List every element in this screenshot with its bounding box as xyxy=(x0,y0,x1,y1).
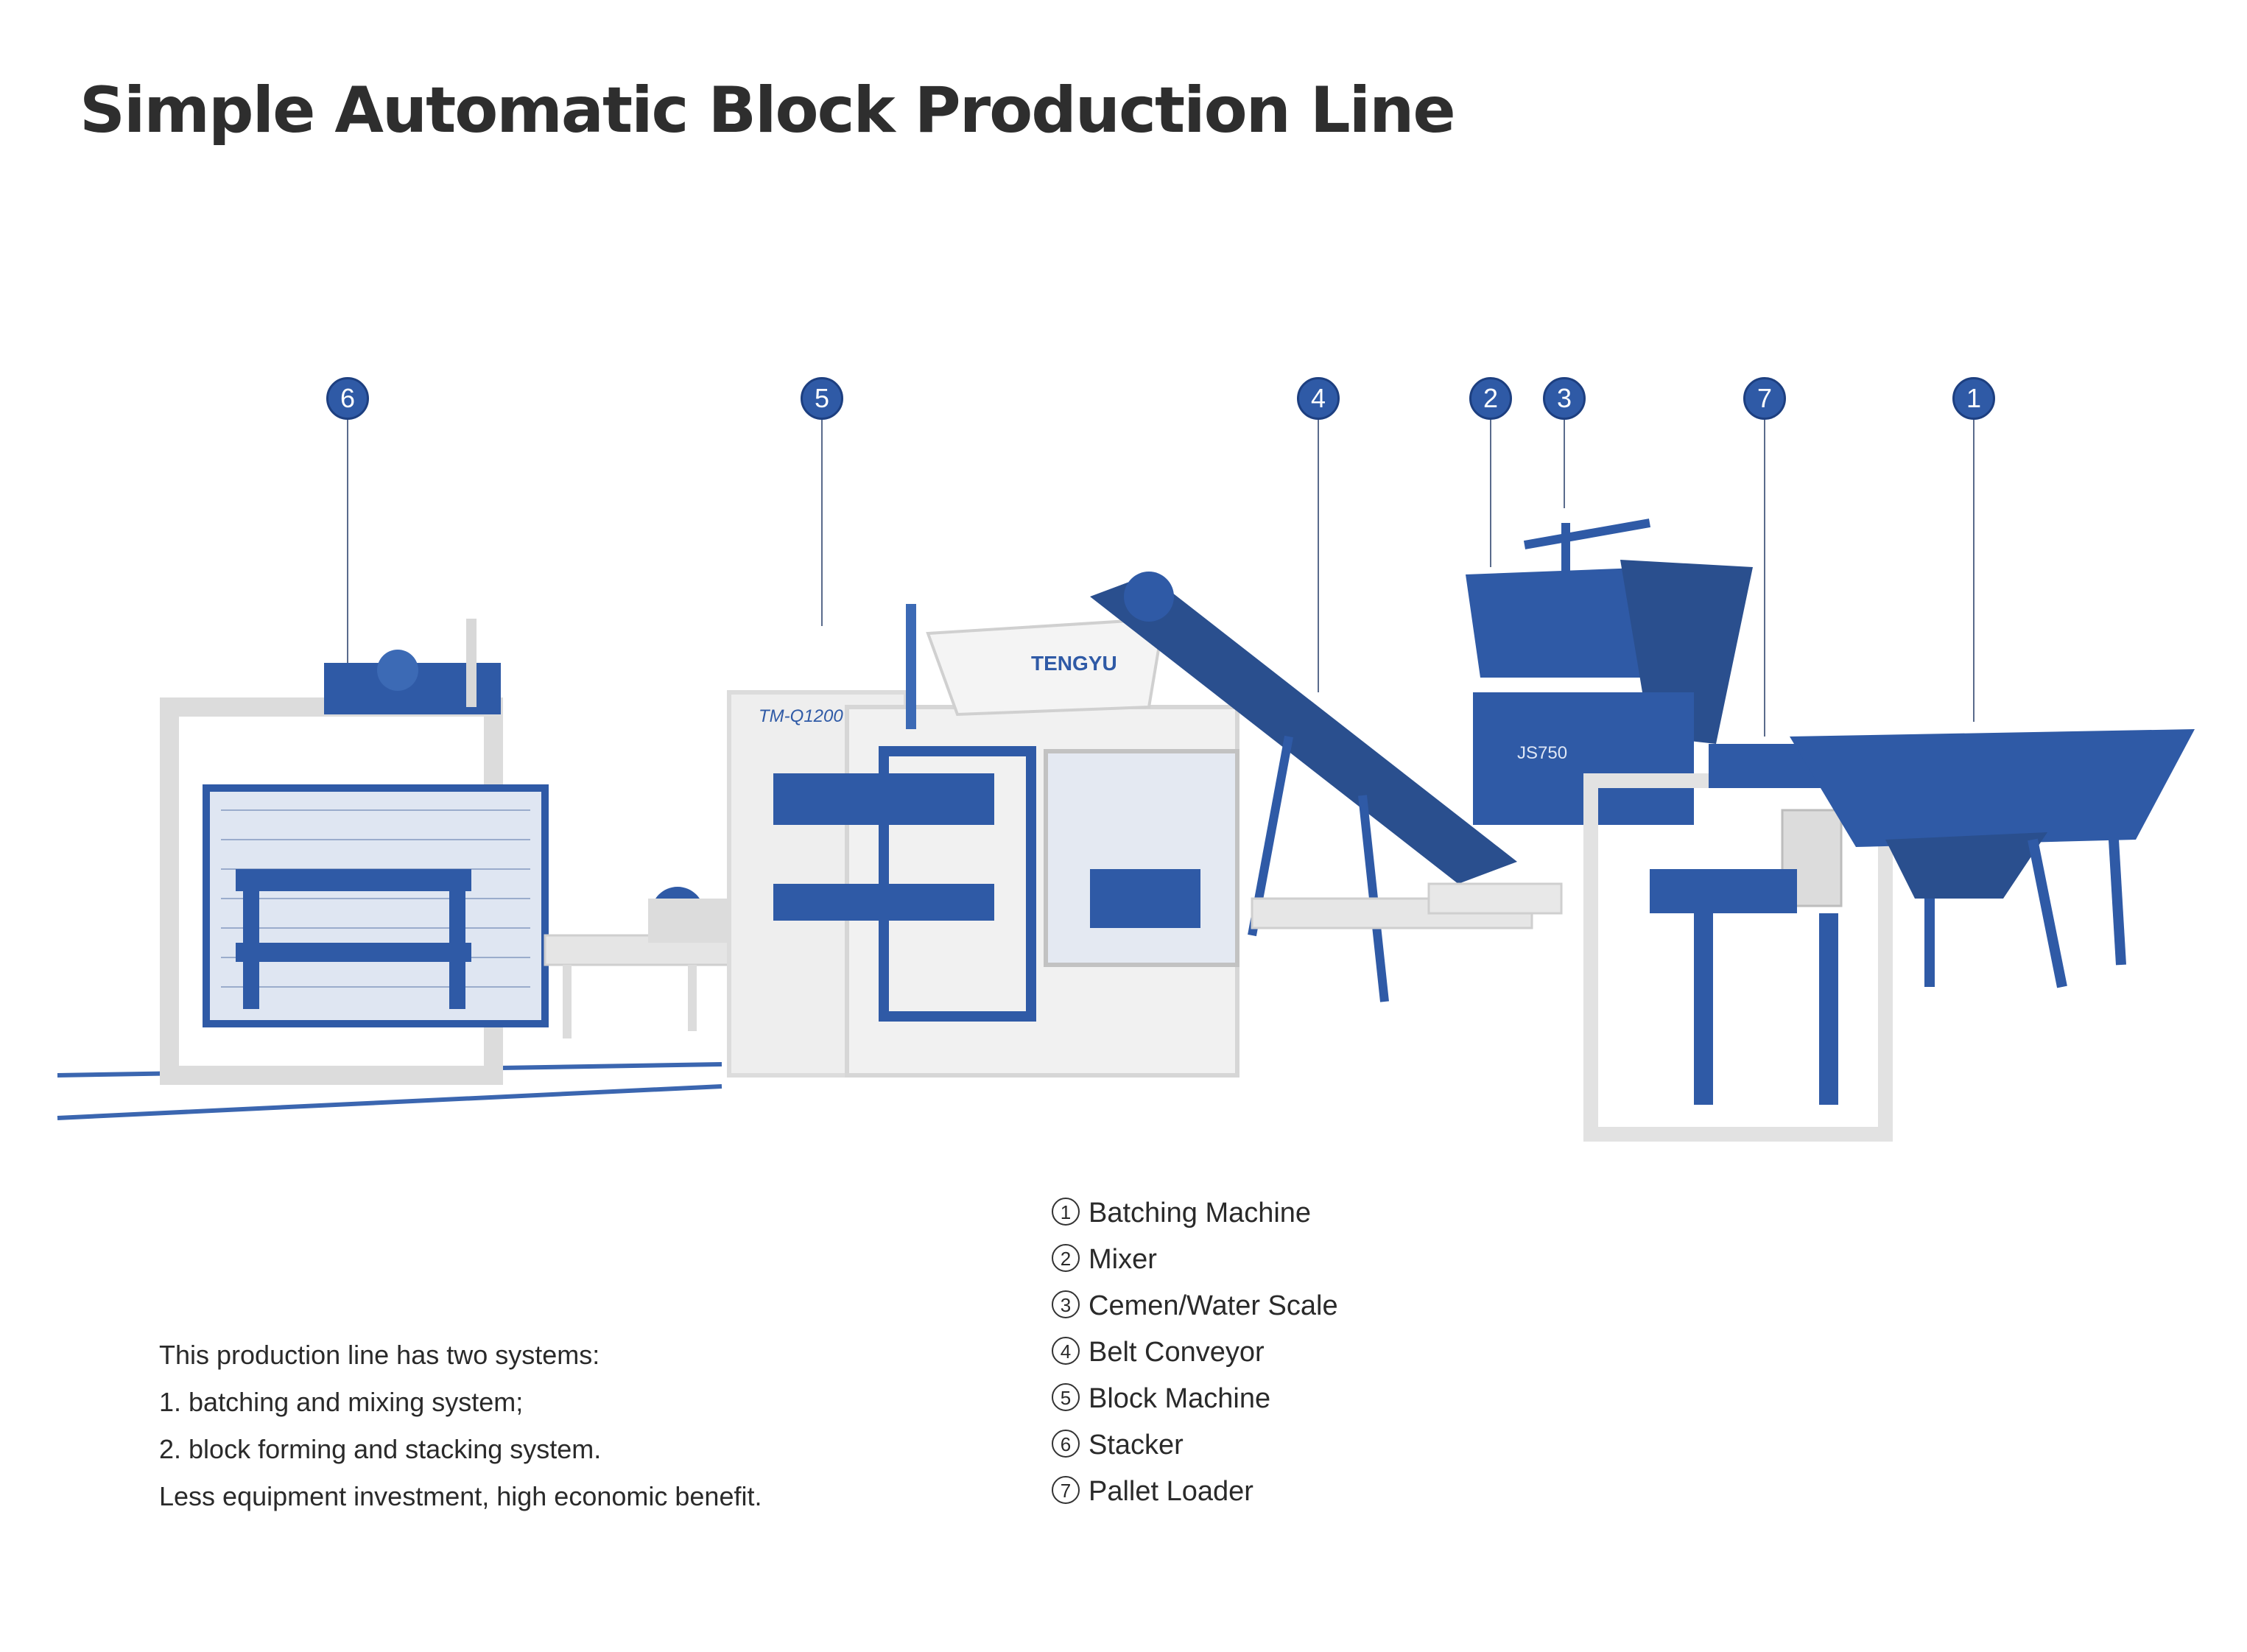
legend-number: 4 xyxy=(1052,1337,1080,1365)
callout-7: 7 xyxy=(1743,377,1786,420)
legend-label: Block Machine xyxy=(1089,1383,1271,1414)
callout-leader-3 xyxy=(1564,420,1565,508)
callout-leader-7 xyxy=(1764,420,1765,737)
page-title: Simple Automatic Block Production Line xyxy=(80,74,1456,147)
callout-leader-6 xyxy=(347,420,348,700)
legend-label: Batching Machine xyxy=(1089,1198,1312,1229)
legend-number: 7 xyxy=(1052,1476,1080,1504)
legend-number: 5 xyxy=(1052,1383,1080,1411)
legend-item-block-machine: 5 Block Machine xyxy=(1052,1376,1338,1422)
pallet-loader xyxy=(1583,744,1893,1142)
callout-4: 4 xyxy=(1297,377,1340,420)
legend-item-batching-machine: 1 Batching Machine xyxy=(1052,1190,1338,1237)
legend-item-scale: 3 Cemen/Water Scale xyxy=(1052,1283,1338,1329)
callout-2: 2 xyxy=(1469,377,1512,420)
legend-number: 6 xyxy=(1052,1430,1080,1458)
mixer-and-scale: JS750 xyxy=(1466,519,1753,825)
legend-label: Mixer xyxy=(1089,1244,1157,1275)
legend-number: 1 xyxy=(1052,1198,1080,1226)
description-line: This production line has two systems: xyxy=(159,1340,600,1370)
description-line: Less equipment investment, high economic… xyxy=(159,1481,762,1511)
description-block: This production line has two systems: 1.… xyxy=(159,1332,762,1520)
legend-label: Stacker xyxy=(1089,1430,1184,1461)
callout-5: 5 xyxy=(801,377,843,420)
block-machine: TENGYU TM-Q1200 xyxy=(727,604,1239,1078)
legend-label: Belt Conveyor xyxy=(1089,1337,1265,1368)
brand-label: TENGYU xyxy=(1031,652,1117,675)
callout-1: 1 xyxy=(1952,377,1995,420)
description-line: 1. batching and mixing system; xyxy=(159,1387,524,1417)
stacker-machine xyxy=(160,619,549,1085)
legend-label: Pallet Loader xyxy=(1089,1476,1253,1507)
legend-label: Cemen/Water Scale xyxy=(1089,1290,1338,1321)
callout-leader-2 xyxy=(1490,420,1491,567)
legend-number: 3 xyxy=(1052,1290,1080,1318)
description-line: 2. block forming and stacking system. xyxy=(159,1434,602,1464)
callout-leader-5 xyxy=(821,420,823,626)
callout-leader-1 xyxy=(1973,420,1975,722)
legend-item-stacker: 6 Stacker xyxy=(1052,1422,1338,1469)
legend-item-belt-conveyor: 4 Belt Conveyor xyxy=(1052,1329,1338,1376)
legend-number: 2 xyxy=(1052,1244,1080,1272)
production-line-illustration: TENGYU TM-Q1200 JS750 xyxy=(57,519,2195,1142)
legend-item-mixer: 2 Mixer xyxy=(1052,1237,1338,1283)
legend-item-pallet-loader: 7 Pallet Loader xyxy=(1052,1469,1338,1515)
batching-machine xyxy=(1790,729,2195,988)
callout-3: 3 xyxy=(1543,377,1586,420)
equipment-legend: 1 Batching Machine 2 Mixer 3 Cemen/Water Sc… xyxy=(1052,1190,1338,1515)
mixer-label: JS750 xyxy=(1517,743,1567,763)
callout-6: 6 xyxy=(326,377,369,420)
callout-leader-4 xyxy=(1318,420,1319,692)
model-label: TM-Q1200 xyxy=(759,706,843,726)
